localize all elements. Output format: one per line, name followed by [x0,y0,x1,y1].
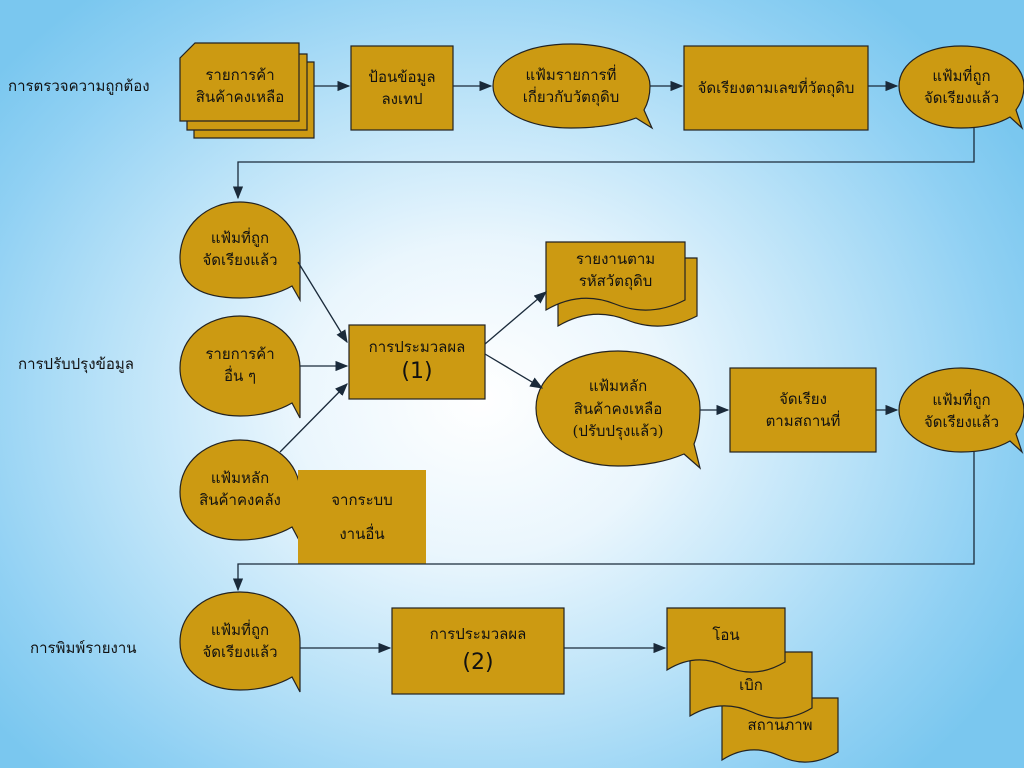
row-label-report: การพิมพ์รายงาน [30,639,137,657]
inventory-master-line2: สินค้าคงคลัง [199,491,281,509]
remaining-list-line2: สินค้าคงเหลือ [195,88,285,106]
remaining-list-line1: รายการค้า [205,65,275,84]
transfer-output: โอน [667,620,785,650]
material-file-bubble [492,43,654,130]
material-file-line1: แฟ้มรายการที่ [525,65,617,84]
sorted-file-1-line2: จัดเรียงแล้ว [923,89,1000,107]
report-doc-front [545,241,686,312]
sorted-file-bubble-3 [898,367,1024,455]
sorted-file-node-2: แฟ้มที่ถูก จัดเรียงแล้ว [180,214,300,284]
inventory-master-line1: แฟ้มหลัก [210,468,270,487]
other-list-node: รายการค้า อื่น ๆ [180,330,300,400]
material-file-line2: เกี่ยวกับวัตถุดิบ [522,88,620,106]
from-system-line1: จากระบบ [331,490,393,509]
process-1-box [348,324,486,400]
sorted-file-node-4: แฟ้มที่ถูก จัดเรียงแล้ว [180,606,300,676]
sorted-file-3-line2: จัดเรียงแล้ว [923,413,1000,431]
process-2-box [391,607,565,695]
status-output: สถานภาพ [722,710,838,740]
row-label-update: การปรับปรุงข้อมูล [18,355,134,373]
process-2-line1: การประมวลผล [429,625,527,644]
sort-location-line1: จัดเรียง [779,389,827,408]
input-tape-box [350,45,454,131]
input-tape-node: ป้อนข้อมูล ลงเทป [351,50,453,126]
sorted-file-bubble-4 [179,591,301,693]
process-2-number: (2) [462,649,494,675]
sort-location-node: จัดเรียง ตามสถานที่ [730,372,876,448]
transfer-doc [666,607,786,673]
input-tape-line1: ป้อนข้อมูล [368,67,436,86]
master-updated-bubble [535,350,702,470]
process-1-node: การประมวลผล (1) [349,328,485,396]
sorted-file-bubble-1 [898,45,1024,131]
withdraw-output: เบิก [690,670,812,700]
doc-stack-front [179,42,300,122]
from-system-node: จากระบบ งานอื่น [298,474,426,560]
sort-location-box [729,367,877,453]
sorted-file-3-line1: แฟ้มที่ถูก [932,390,991,409]
sorted-file-1-line1: แฟ้มที่ถูก [932,66,991,85]
sorted-file-bubble-2 [179,201,301,303]
sorted-file-4-line1: แฟ้มที่ถูก [210,620,270,639]
other-list-line1: รายการค้า [205,344,275,363]
process-2-node: การประมวลผล (2) [392,612,564,690]
sorted-file-2-line1: แฟ้มที่ถูก [210,228,270,247]
report-by-code-line1: รายงานตาม [575,249,656,268]
sort-location-line2: ตามสถานที่ [765,412,841,430]
report-by-code-line2: รหัสวัตถุดิบ [578,272,653,290]
row-label-verify: การตรวจความถูกต้อง [8,77,150,95]
sorted-file-node-1: แฟ้มที่ถูก จัดเรียงแล้ว [899,52,1024,122]
remaining-list-doc: รายการค้า สินค้าคงเหลือ [180,56,300,116]
master-updated-line2: สินค้าคงเหลือ [573,399,663,418]
sort-material-text: จัดเรียงตามเลขที่วัตถุดิบ [697,78,855,97]
input-tape-line2: ลงเทป [381,90,423,108]
report-by-code-node: รายงานตาม รหัสวัตถุดิบ [546,240,685,300]
sorted-file-2-line2: จัดเรียงแล้ว [202,251,278,269]
material-file-node: แฟ้มรายการที่ เกี่ยวกับวัตถุดิบ [493,50,649,122]
withdraw-text: เบิก [739,675,763,694]
status-doc [721,697,839,763]
sorted-file-node-3: แฟ้มที่ถูก จัดเรียงแล้ว [899,376,1024,446]
sort-material-node: จัดเรียงตามเลขที่วัตถุดิบ [684,46,868,130]
master-updated-line1: แฟ้มหลัก [588,377,648,396]
master-updated-node: แฟ้มหลัก สินค้าคงเหลือ (ปรับปรุงแล้ว) [536,360,700,458]
master-updated-line3: (ปรับปรุงแล้ว) [572,422,664,441]
other-list-bubble [179,315,301,419]
process-1-number: (1) [401,359,433,385]
sorted-file-4-line2: จัดเรียงแล้ว [202,643,278,661]
from-system-line2: งานอื่น [339,525,385,543]
inventory-master-node: แฟ้มหลัก สินค้าคงคลัง [180,454,300,524]
sort-material-box [683,45,869,131]
status-text: สถานภาพ [747,715,813,734]
transfer-text: โอน [712,625,740,644]
process-1-line1: การประมวลผล [368,338,466,357]
withdraw-doc [689,651,813,719]
other-list-line2: อื่น ๆ [223,367,257,385]
from-system-box [298,470,426,564]
